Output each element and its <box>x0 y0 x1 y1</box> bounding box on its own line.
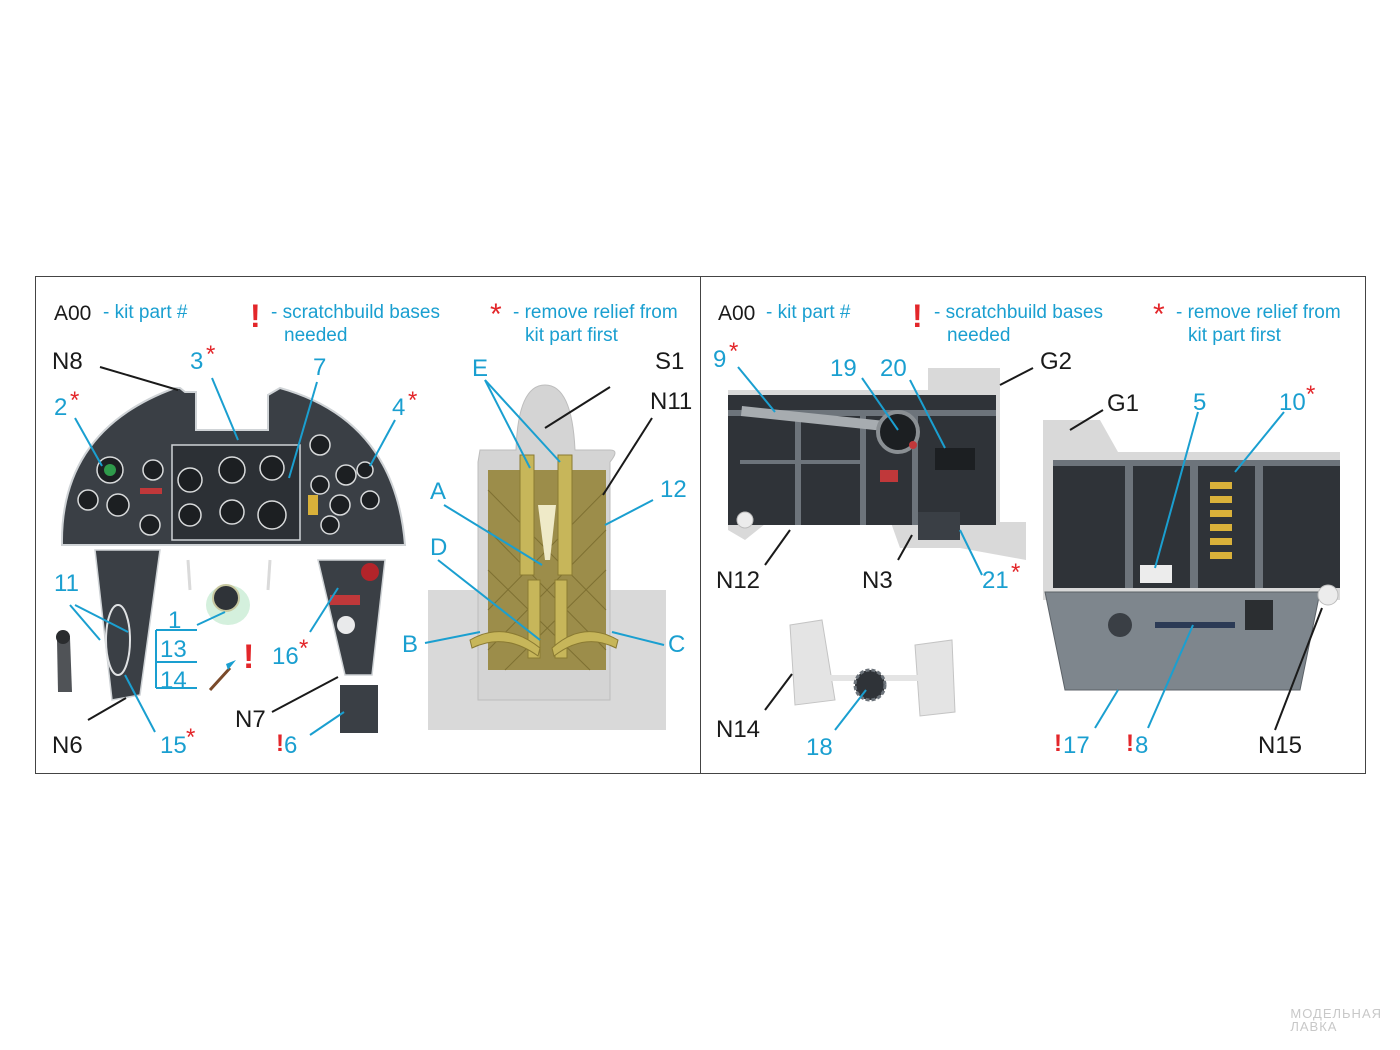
label-8-exclamation-icon: ! <box>1126 730 1134 757</box>
label-21: 21 <box>982 567 1009 594</box>
legend-excl-desc-2: needed <box>947 325 1011 346</box>
label-12: 12 <box>660 476 687 503</box>
label-16-asterisk-icon: * <box>299 635 309 662</box>
label-6: 6 <box>284 732 298 759</box>
label-4: 4 <box>392 394 406 421</box>
label-b: B <box>402 631 419 658</box>
label-16: 16 <box>272 643 299 670</box>
watermark-line-2: ЛАВКА <box>1290 1019 1338 1035</box>
legend-exclamation-icon: ! <box>250 298 261 334</box>
label-1: 1 <box>168 607 182 634</box>
legend-code: A00 <box>54 302 92 325</box>
label-n12: N12 <box>716 567 761 594</box>
label-18: 18 <box>806 734 833 761</box>
label-n11: N11 <box>650 388 693 415</box>
legend-excl-desc-1: - scratchbuild bases <box>934 302 1103 323</box>
label-15-asterisk-icon: * <box>186 724 196 751</box>
label-20: 20 <box>880 355 907 382</box>
label-a: A <box>430 478 447 505</box>
label-10: 10 <box>1279 389 1306 416</box>
seat-image <box>428 384 666 730</box>
label-14: 14 <box>160 667 187 694</box>
label-g1: G1 <box>1107 390 1140 417</box>
label-d: D <box>430 534 448 561</box>
label-9-asterisk-icon: * <box>729 338 739 365</box>
label-g2: G2 <box>1040 348 1073 375</box>
label-2: 2 <box>54 394 68 421</box>
label-e: E <box>472 355 489 382</box>
label-n3: N3 <box>862 567 893 594</box>
label-s1: S1 <box>655 348 685 375</box>
label-lens-exclamation-icon: ! <box>243 638 255 676</box>
label-4-asterisk-icon: * <box>408 387 418 414</box>
legend-star-desc-1: - remove relief from <box>513 302 678 323</box>
legend-code-desc: - kit part # <box>103 302 188 323</box>
watermark: МОДЕЛЬНАЯ ЛАВКА <box>1290 1007 1382 1034</box>
right-sidewall-image <box>1043 420 1340 691</box>
label-9: 9 <box>713 346 727 373</box>
label-2-asterisk-icon: * <box>70 387 80 414</box>
label-17-exclamation-icon: ! <box>1054 730 1062 757</box>
label-3-asterisk-icon: * <box>206 341 216 368</box>
label-5: 5 <box>1193 389 1207 416</box>
label-10-asterisk-icon: * <box>1306 381 1316 408</box>
legend-code: A00 <box>718 302 756 325</box>
legend-star-desc-1: - remove relief from <box>1176 302 1341 323</box>
left-sidewall-image <box>728 368 1026 560</box>
legend-star-desc-2: kit part first <box>1188 325 1281 346</box>
label-n6: N6 <box>52 732 83 759</box>
label-n7: N7 <box>235 706 266 733</box>
label-n8: N8 <box>52 348 83 375</box>
legend-code-desc: - kit part # <box>766 302 851 323</box>
label-n15: N15 <box>1258 732 1303 759</box>
black-leader-lines <box>87 366 1323 731</box>
legend-exclamation-icon: ! <box>912 298 923 334</box>
legend-asterisk-icon: * <box>1153 298 1165 331</box>
label-n14: N14 <box>716 716 761 743</box>
label-8: 8 <box>1135 732 1149 759</box>
blue-leader-lines <box>69 366 1285 736</box>
label-19: 19 <box>830 355 857 382</box>
instrument-panel-image <box>56 386 407 733</box>
panel-divider <box>700 276 701 774</box>
label-21-asterisk-icon: * <box>1011 559 1021 586</box>
label-7: 7 <box>313 354 327 381</box>
watermark-line-1: МОДЕЛЬНАЯ <box>1290 1005 1382 1021</box>
label-6-exclamation-icon: ! <box>276 730 284 757</box>
rudder-bar-image <box>789 619 956 717</box>
legend-asterisk-icon: * <box>490 298 502 331</box>
legend-star-desc-2: kit part first <box>525 325 618 346</box>
label-15: 15 <box>160 732 187 759</box>
label-17: 17 <box>1063 732 1090 759</box>
label-c: C <box>668 631 686 658</box>
legend-excl-desc-1: - scratchbuild bases <box>271 302 440 323</box>
label-3: 3 <box>190 348 204 375</box>
label-13: 13 <box>160 636 187 663</box>
label-11: 11 <box>54 570 79 597</box>
legend-excl-desc-2: needed <box>284 325 348 346</box>
